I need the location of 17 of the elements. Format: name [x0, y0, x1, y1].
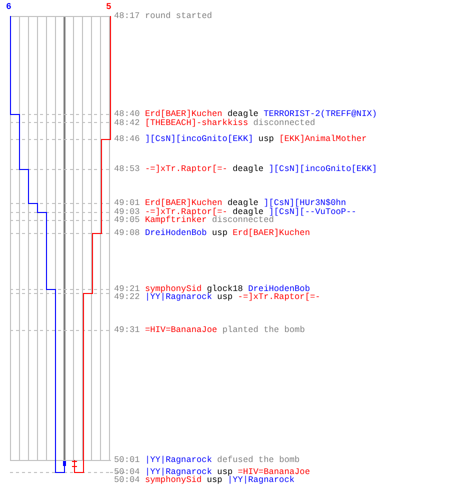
- event-log-entry: 50:04 symphonySid usp |YY|Ragnarock: [114, 476, 295, 485]
- event-log-entry: 50:04 |YY|Ragnarock usp =HIV=BananaJoe: [114, 468, 310, 477]
- event-log-entry: 49:08 DreiHodenBob usp Erd[BAER]Kuchen: [114, 229, 310, 238]
- event-log-entry: 49:05 Kampftrinker disconnected: [114, 216, 274, 225]
- event-log-entry: 49:03 -=]xTr.Raptor[=- deagle ][CsN][--VuTooP--: [114, 208, 356, 217]
- count-label: 5: [106, 3, 112, 12]
- event-log-entry: 48:46 ][CsN][incoGnito[EKK] usp [EKK]AnimalMother: [114, 135, 367, 144]
- event-log-entry: 49:31 =HIV=BananaJoe planted the bomb: [114, 326, 305, 335]
- event-log-entry: 49:22 |YY|Ragnarock usp -=]xTr.Raptor[=-: [114, 293, 320, 302]
- event-log-entry: 48:53 -=]xTr.Raptor[=- deagle ][CsN][incoGnito[EKK]: [114, 165, 378, 174]
- event-log-entry: 50:01 |YY|Ragnarock defused the bomb: [114, 456, 300, 465]
- event-log-entry: 48:42 [THEBEACH]-sharkkiss disconnected: [114, 119, 316, 128]
- event-log-entry: 48:40 Erd[BAER]Kuchen deagle TERRORIST-2(TREFF@NIX): [114, 110, 378, 119]
- event-log-entry: 48:17 round started: [114, 12, 212, 21]
- event-log-entry: 49:01 Erd[BAER]Kuchen deagle ][CsN][HUr3N$0hn: [114, 199, 346, 208]
- count-label: 6: [6, 3, 12, 12]
- event-log-entry: 49:21 symphonySid glock18 DreiHodenBob: [114, 285, 310, 294]
